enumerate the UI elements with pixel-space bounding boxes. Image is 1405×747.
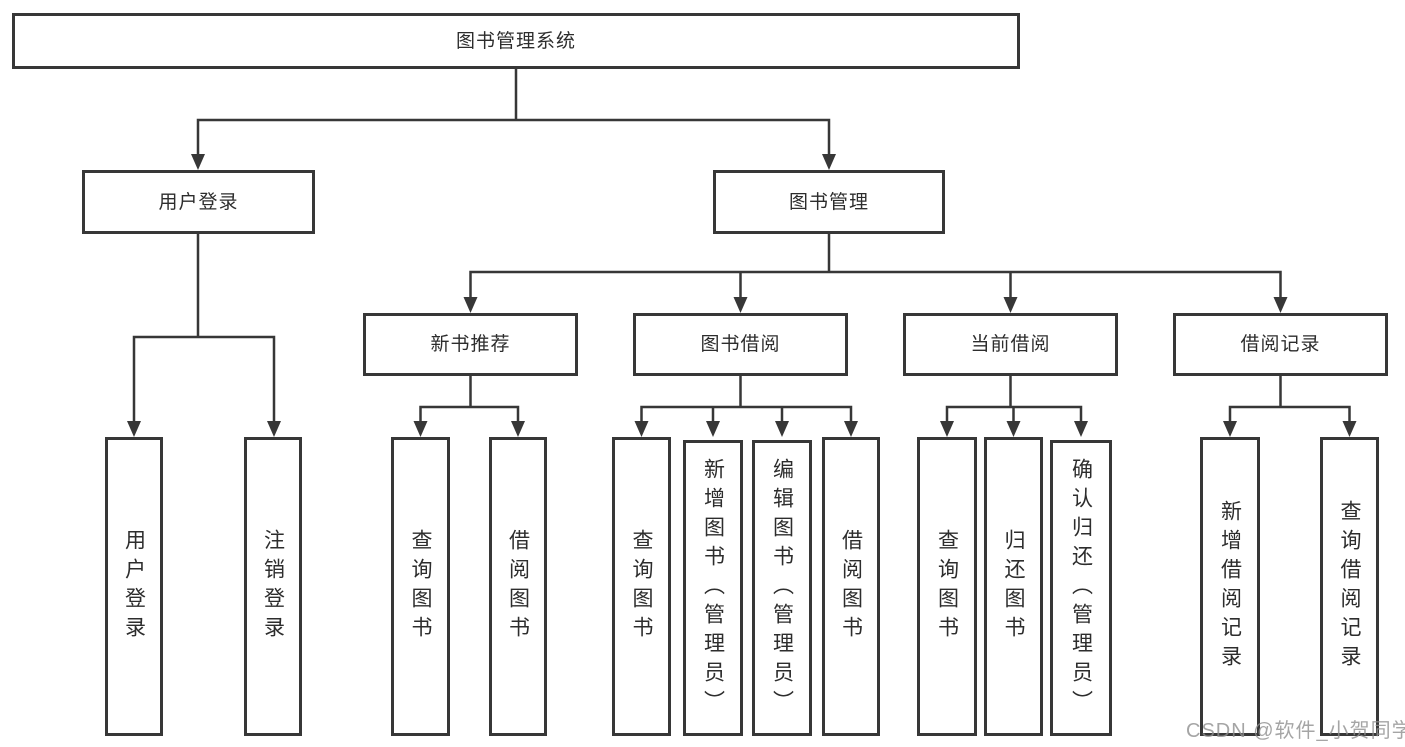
node-root-system: 图书管理系统	[12, 13, 1020, 69]
connector-userlogin-to-leaves	[132, 232, 276, 424]
leaf-add-books-admin-label: 新增图书（管理员）	[701, 457, 725, 719]
node-borrow-records: 借阅记录	[1173, 313, 1388, 376]
leaf-current-query-books: 查询图书	[917, 437, 977, 736]
leaf-current-query-books-label: 查询图书	[935, 528, 959, 645]
connector-root-to-level2	[196, 67, 831, 157]
leaf-newbook-query-books: 查询图书	[391, 437, 450, 736]
arrowheads	[127, 154, 1357, 437]
leaf-add-books-admin: 新增图书（管理员）	[683, 440, 743, 736]
leaf-edit-books-admin-label: 编辑图书（管理员）	[770, 457, 794, 719]
leaf-return-books-label: 归还图书	[1002, 528, 1025, 645]
connector-newbook-to-leaves	[419, 373, 520, 424]
leaf-borrow-borrow-books-label: 借阅图书	[839, 528, 863, 645]
node-book-management: 图书管理	[713, 170, 945, 234]
node-new-book-recommend: 新书推荐	[363, 313, 578, 376]
connector-records-to-leaves	[1228, 373, 1351, 424]
leaf-user-login-label: 用户登录	[122, 528, 146, 645]
node-new-book-recommend-label: 新书推荐	[430, 334, 511, 355]
leaf-user-login: 用户登录	[105, 437, 163, 736]
node-borrow-records-label: 借阅记录	[1240, 334, 1321, 355]
leaf-confirm-return-admin: 确认归还（管理员）	[1050, 440, 1112, 736]
node-book-management-label: 图书管理	[788, 191, 869, 213]
csdn-watermark: CSDN @软件_小贺同学	[1186, 720, 1405, 742]
leaf-newbook-borrow-books-label: 借阅图书	[506, 528, 530, 645]
leaf-logout: 注销登录	[244, 437, 302, 736]
leaf-borrow-query-books: 查询图书	[612, 437, 671, 736]
leaf-add-borrow-record: 新增借阅记录	[1200, 437, 1260, 736]
connector-current-to-leaves	[945, 373, 1083, 424]
leaf-logout-label: 注销登录	[261, 528, 285, 645]
leaf-query-borrow-record-label: 查询借阅记录	[1338, 499, 1361, 674]
leaf-borrow-query-books-label: 查询图书	[630, 528, 653, 645]
node-root-system-label: 图书管理系统	[455, 30, 576, 52]
node-current-borrow: 当前借阅	[903, 313, 1118, 376]
connector-bookmgmt-to-level3	[469, 232, 1282, 300]
leaf-return-books: 归还图书	[984, 437, 1043, 736]
leaf-edit-books-admin: 编辑图书（管理员）	[752, 440, 812, 736]
node-user-login: 用户登录	[82, 170, 315, 234]
leaf-confirm-return-admin-label: 确认归还（管理员）	[1069, 457, 1093, 719]
leaf-newbook-query-books-label: 查询图书	[409, 528, 432, 645]
connector-borrow-to-leaves	[640, 373, 853, 424]
leaf-borrow-borrow-books: 借阅图书	[822, 437, 880, 736]
node-current-borrow-label: 当前借阅	[970, 334, 1051, 355]
leaf-query-borrow-record: 查询借阅记录	[1320, 437, 1379, 736]
node-book-borrow-label: 图书借阅	[700, 334, 781, 355]
leaf-newbook-borrow-books: 借阅图书	[489, 437, 547, 736]
leaf-add-borrow-record-label: 新增借阅记录	[1218, 499, 1242, 674]
node-book-borrow: 图书借阅	[633, 313, 848, 376]
node-user-login-label: 用户登录	[158, 191, 239, 213]
